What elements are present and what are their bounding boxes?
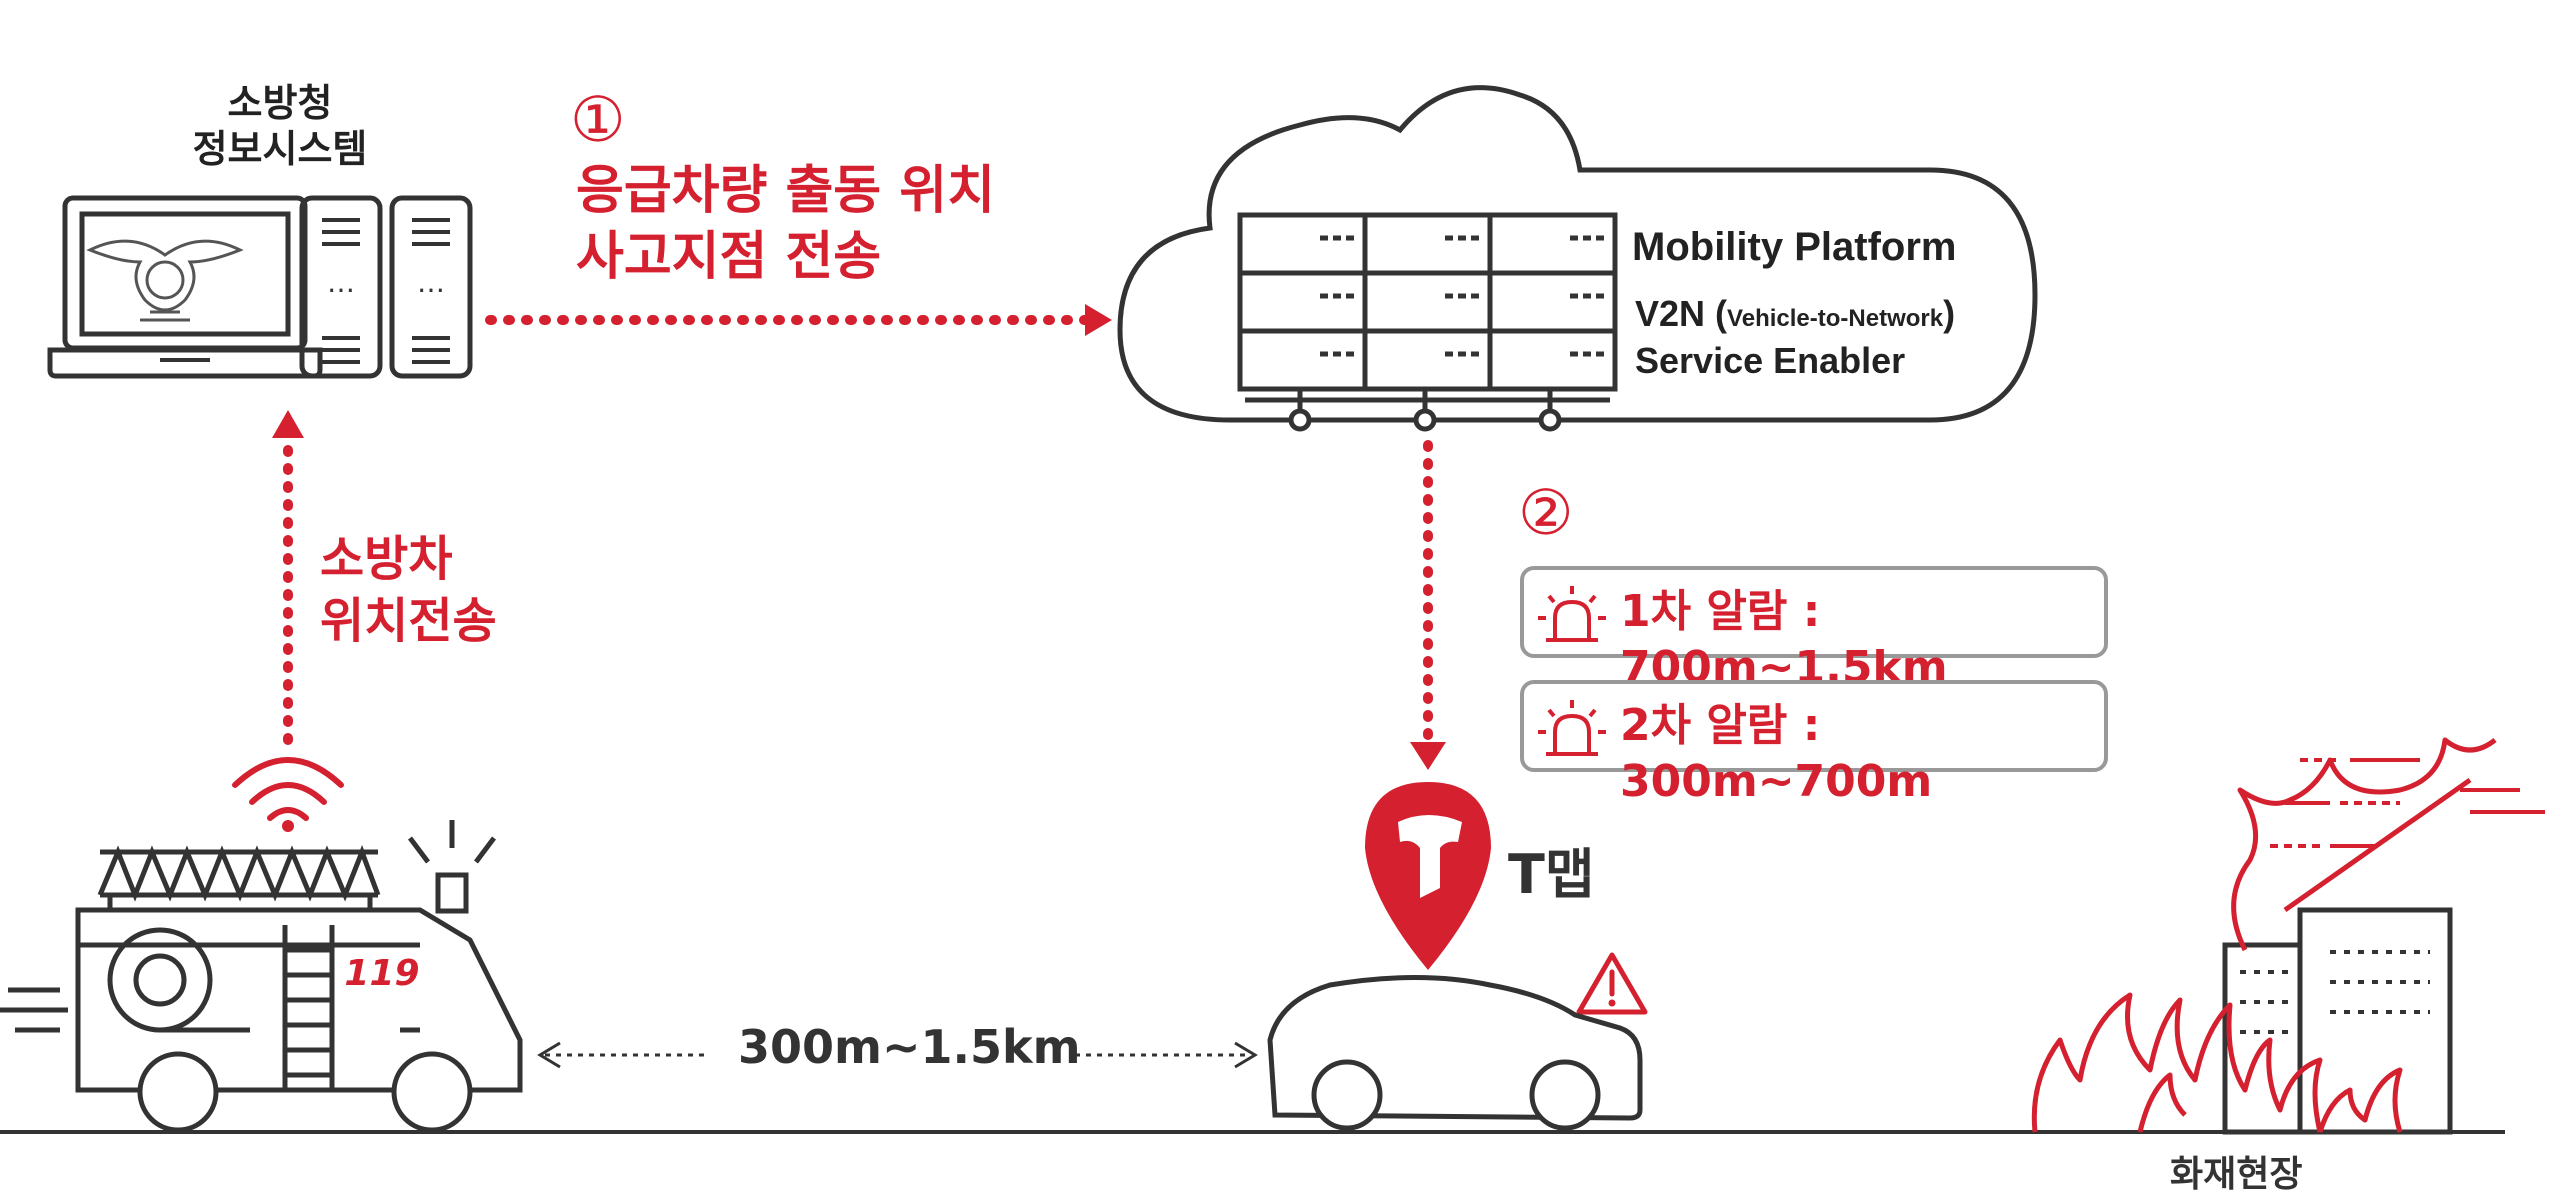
- smoke-lines: [2270, 758, 2545, 848]
- svg-text:…: …: [417, 266, 445, 299]
- platform-network-bus: [1240, 389, 1615, 432]
- first-alarm-text: 1차 알람 : 700m~1.5km: [1620, 586, 1948, 693]
- v2n-close: ): [1943, 293, 1956, 334]
- step1-number: ①: [570, 83, 626, 156]
- cloud-shape: [1117, 85, 2038, 423]
- tmap-pin-icon: [1365, 782, 1491, 970]
- building-windows: [2240, 950, 2430, 1034]
- arrow-truck-to-fire-system: [272, 410, 304, 745]
- v2n-open: (: [1715, 293, 1728, 334]
- arrow-platform-to-tmap: [1410, 440, 1446, 770]
- siren-icon: [1538, 700, 1606, 756]
- fire-truck-wheels: [137, 1051, 473, 1133]
- arrow-fire-system-to-platform: [485, 304, 1112, 336]
- step1-line2: 사고지점 전송: [576, 227, 882, 287]
- platform-enabler-label: Service Enabler: [1635, 340, 1906, 381]
- laptop-icon: [47, 195, 323, 379]
- truck-location-transfer-label: 소방차 위치전송: [320, 528, 497, 652]
- second-alarm-text: 2차 알람 : 300m~700m: [1620, 700, 1933, 807]
- tmap-label: T맵: [1508, 843, 1595, 906]
- car-icon: [1267, 975, 1643, 1131]
- step1-line1: 응급차량 출동 위치: [576, 161, 995, 221]
- step1-description: 응급차량 출동 위치 사고지점 전송: [576, 158, 995, 290]
- server-rack-icon: [299, 195, 473, 379]
- svg-text:…: …: [327, 266, 355, 299]
- fire-truck-icon: [0, 820, 523, 1093]
- distance-label: 300m~1.5km: [738, 1020, 1081, 1074]
- server-rack-details: … …: [322, 218, 450, 364]
- platform-v2n-label: V2N (Vehicle-to-Network): [1635, 293, 1955, 335]
- distance-arrow: [537, 1041, 1258, 1069]
- fire-truck-badge: 119: [344, 953, 419, 994]
- v2n-main: V2N: [1635, 293, 1716, 334]
- second-alarm-box: 2차 알람 : 300m~700m: [1520, 680, 2108, 807]
- truck-location-line1: 소방차: [320, 531, 453, 587]
- platform-server-grid: [1237, 212, 1618, 392]
- wifi-signal-icon: [232, 757, 344, 832]
- siren-icon: [1538, 586, 1606, 642]
- fire-agency-system-title: 소방청 정보시스템: [175, 80, 385, 172]
- platform-server-leds: [1320, 235, 1605, 357]
- fire-agency-title-line1: 소방청: [227, 81, 333, 125]
- truck-location-line2: 위치전송: [320, 593, 497, 649]
- fire-agency-title-line2: 정보시스템: [192, 127, 368, 171]
- fire-scene-label: 화재현장: [2170, 1154, 2303, 1195]
- v2n-sub: Vehicle-to-Network: [1727, 305, 1944, 332]
- warning-icon: [1576, 952, 1648, 1015]
- step2-number: ②: [1518, 476, 1574, 549]
- fire-flames-icon: [2031, 737, 2497, 1133]
- platform-title: Mobility Platform: [1632, 225, 1957, 269]
- fire-agency-emblem-icon: [86, 239, 244, 322]
- first-alarm-box: 1차 알람 : 700m~1.5km: [1520, 566, 2108, 693]
